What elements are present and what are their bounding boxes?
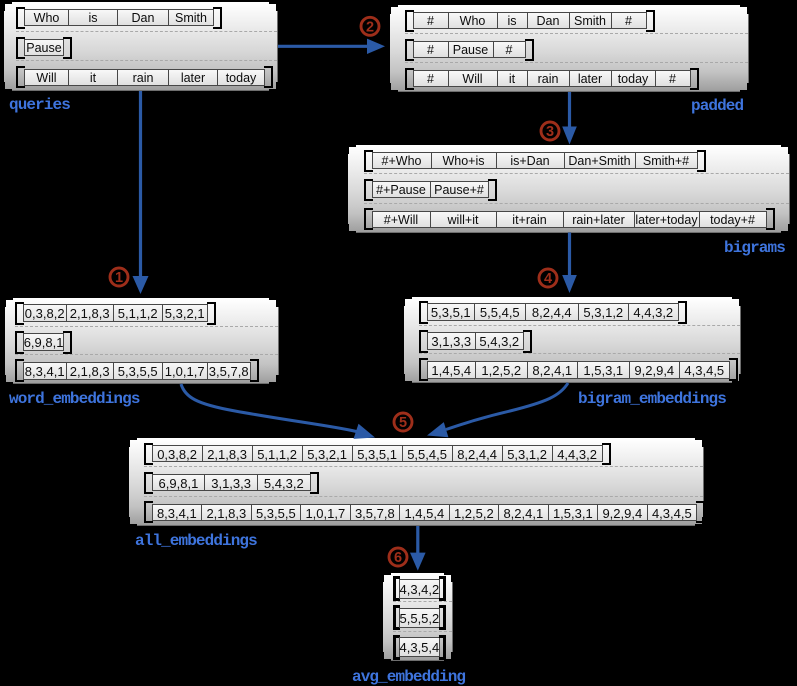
svg-text:2: 2	[366, 20, 374, 36]
svg-text:5: 5	[399, 415, 407, 431]
svg-text:1: 1	[115, 270, 123, 286]
svg-text:3: 3	[546, 124, 554, 140]
svg-text:6: 6	[394, 550, 402, 566]
svg-text:4: 4	[544, 271, 552, 287]
